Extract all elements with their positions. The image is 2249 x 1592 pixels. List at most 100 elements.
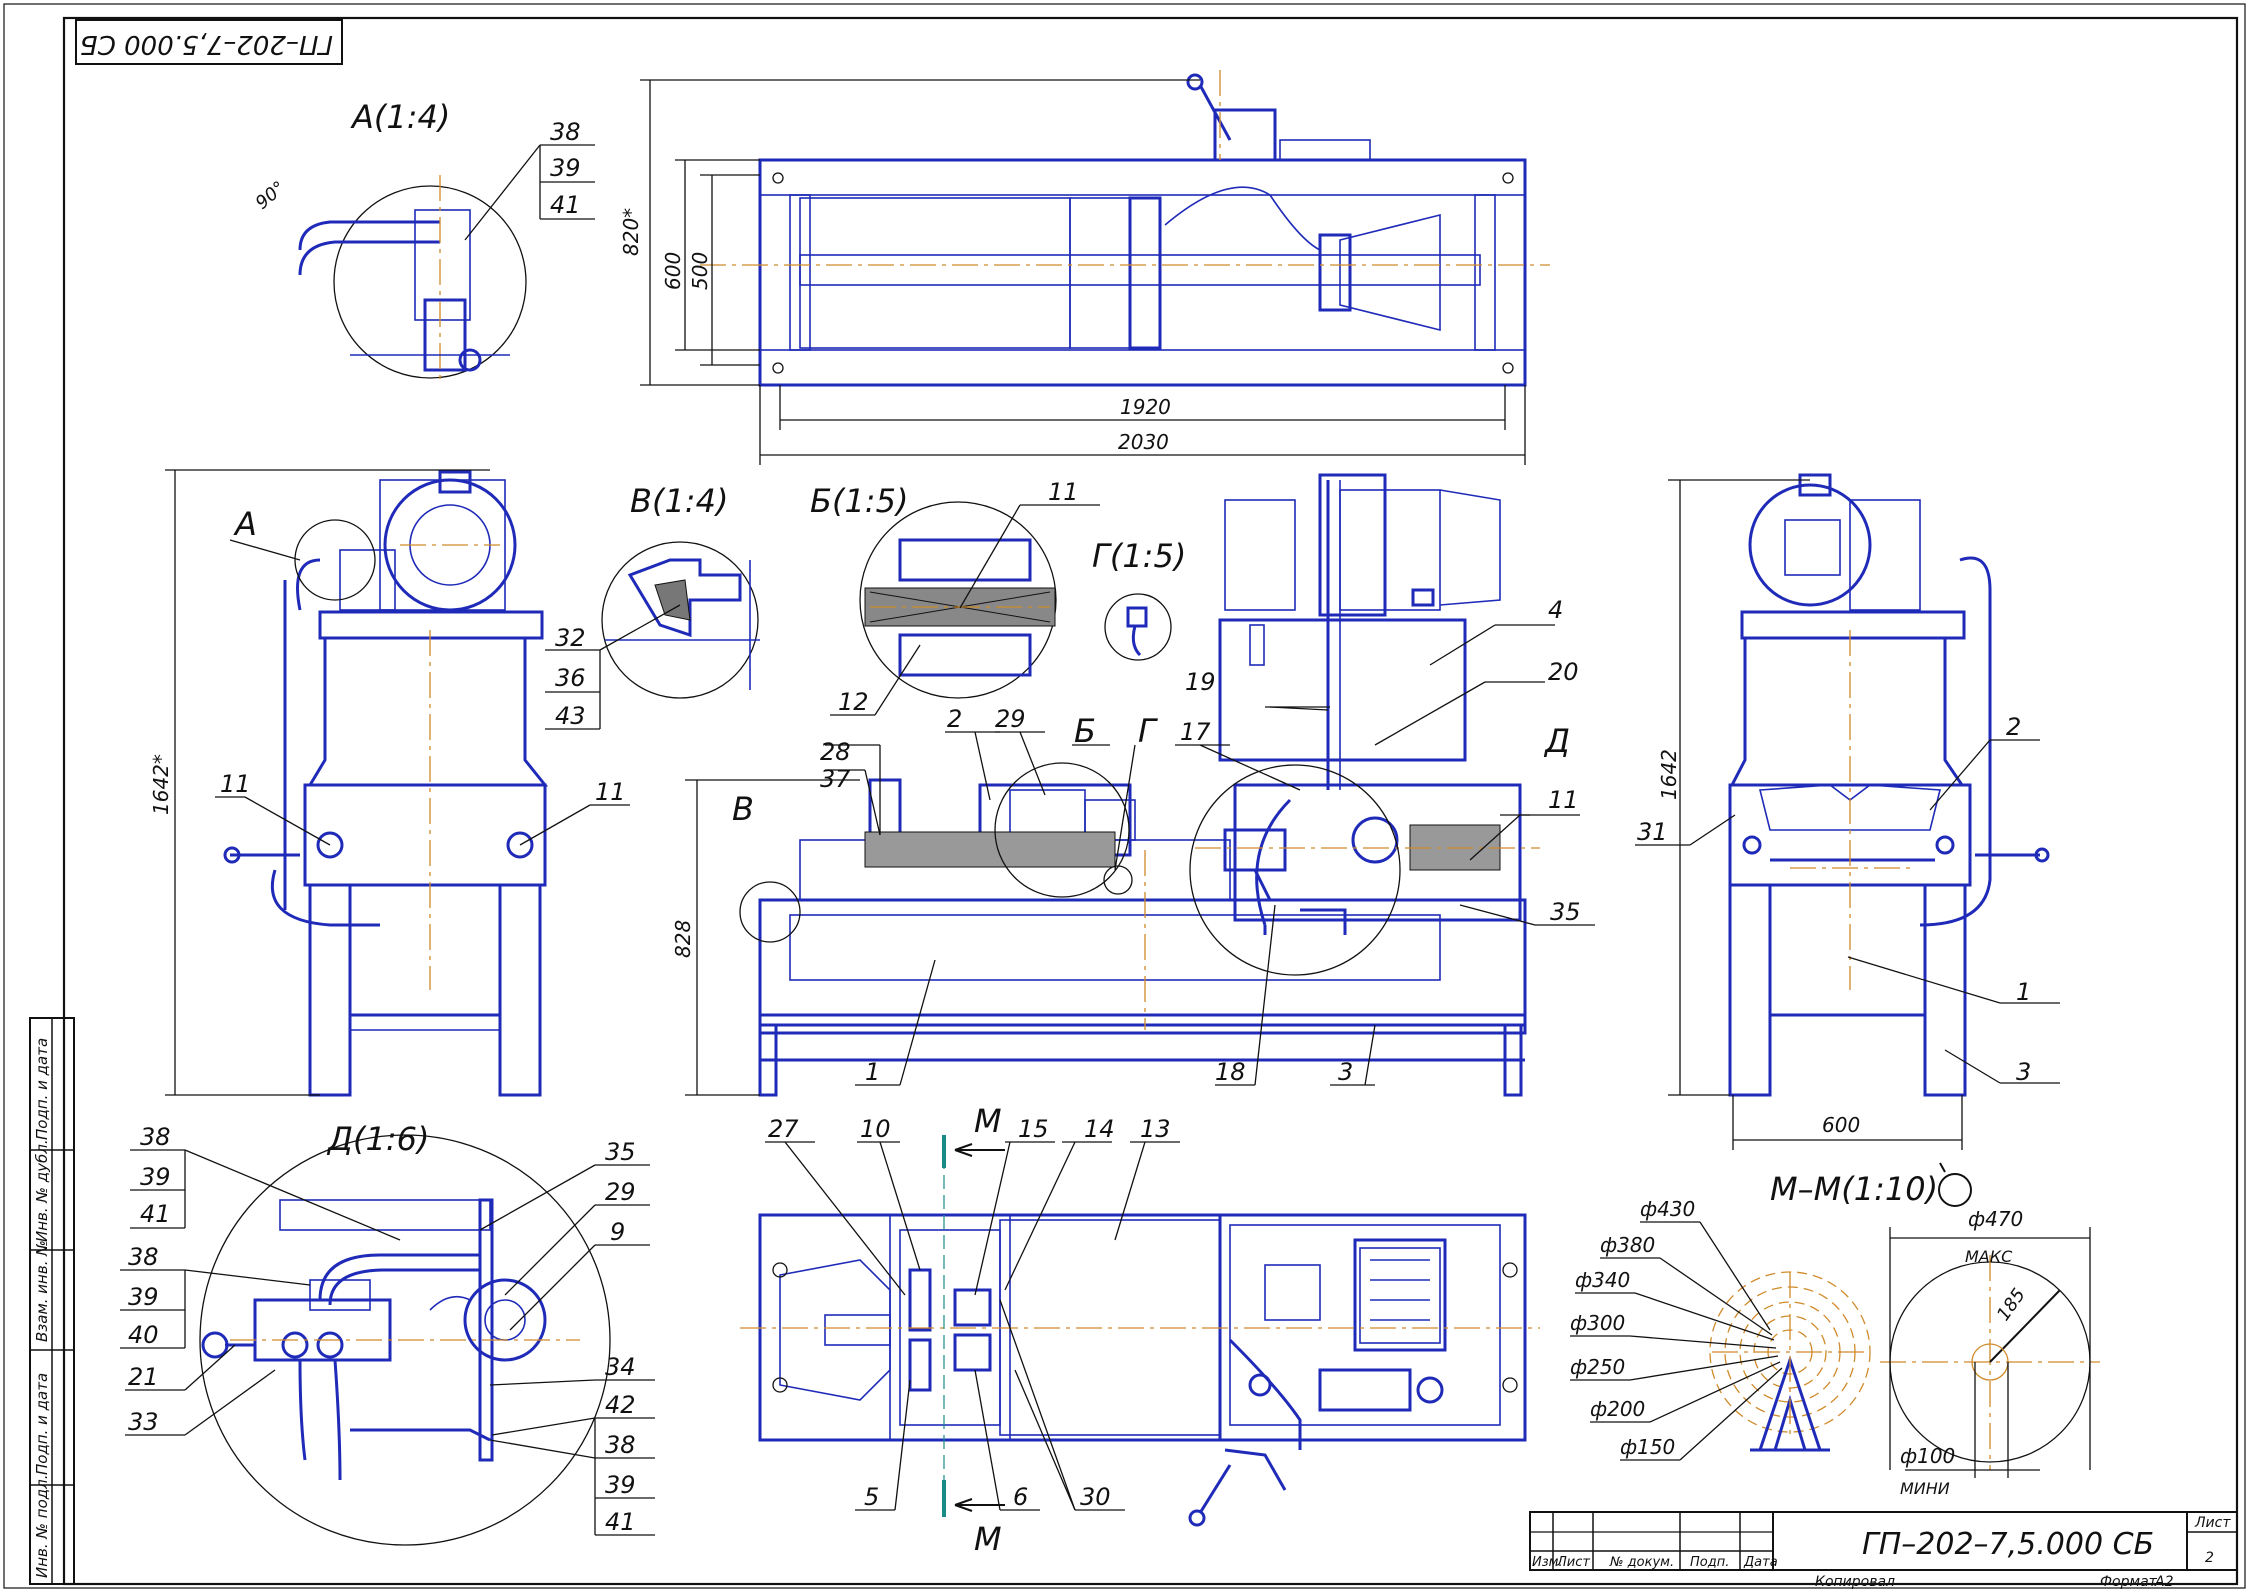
callout-10: 10 bbox=[860, 1115, 891, 1143]
left-dims bbox=[165, 469, 630, 1096]
callout-1: 1 bbox=[865, 1058, 880, 1086]
callout-d-41c: 41 bbox=[605, 1508, 636, 1536]
header-doc: № докум. bbox=[1609, 1555, 1674, 1570]
callout-15: 15 bbox=[1018, 1115, 1049, 1143]
left-side-view bbox=[223, 470, 549, 1097]
rotated-code-box: ГП–202–7,5.000 СБ bbox=[75, 19, 343, 65]
marker-v: В bbox=[732, 790, 754, 828]
callout-37: 37 bbox=[820, 765, 851, 793]
title-code: ГП–202–7,5.000 СБ bbox=[1862, 1527, 2154, 1562]
header-izm: Изм. bbox=[1532, 1555, 1563, 1570]
callout-d-39c: 39 bbox=[605, 1471, 636, 1499]
callout-v-32: 32 bbox=[555, 624, 586, 652]
dim-1920: 1920 bbox=[1120, 395, 1171, 419]
callout-14: 14 bbox=[1084, 1115, 1115, 1143]
top-plan-dimensions bbox=[640, 79, 1526, 465]
callout-table-v bbox=[545, 604, 681, 730]
marker-g: Г bbox=[1138, 712, 1158, 750]
callout-29: 29 bbox=[995, 705, 1026, 733]
callout-v-43: 43 bbox=[555, 702, 586, 730]
callout-right-31: 31 bbox=[1637, 818, 1668, 846]
callout-d-42: 42 bbox=[605, 1391, 636, 1419]
bottom-plan-view bbox=[740, 1135, 1540, 1527]
detail-g bbox=[1104, 593, 1172, 661]
callout-d-39b: 39 bbox=[128, 1283, 159, 1311]
callout-18: 18 bbox=[1215, 1058, 1246, 1086]
callout-2: 2 bbox=[947, 705, 962, 733]
callout-30: 30 bbox=[1080, 1483, 1111, 1511]
detail-a bbox=[298, 175, 527, 380]
marker-d: Д bbox=[1543, 722, 1570, 760]
front-dims bbox=[685, 624, 1595, 1096]
format-value: A2 bbox=[2154, 1574, 2174, 1590]
callout-d-35: 35 bbox=[605, 1138, 636, 1166]
callout-right-1: 1 bbox=[2016, 978, 2031, 1006]
callout-5: 5 bbox=[864, 1483, 879, 1511]
copied-label: Копировал bbox=[1815, 1574, 1895, 1590]
callout-d-33: 33 bbox=[128, 1408, 159, 1436]
callout-v-36: 36 bbox=[555, 664, 586, 692]
callout-4: 4 bbox=[1548, 596, 1563, 624]
stamp-cell-5: Инв. № подл. bbox=[33, 1475, 51, 1578]
stamp-cell-3: Взам. инв. № bbox=[33, 1240, 51, 1342]
detail-v bbox=[601, 541, 760, 699]
view-title-mm: М–М(1:10) bbox=[1770, 1170, 1938, 1208]
format-label: Формат bbox=[2100, 1574, 2158, 1590]
callout-28: 28 bbox=[820, 738, 851, 766]
marker-m-bottom: М bbox=[974, 1520, 1002, 1558]
diameter-200: ф200 bbox=[1590, 1397, 1645, 1421]
view-title-a: А(1:4) bbox=[350, 98, 450, 136]
callout-d-29: 29 bbox=[605, 1178, 636, 1206]
callout-17: 17 bbox=[1180, 718, 1211, 746]
rotation-symbol bbox=[1938, 1162, 1972, 1207]
header-list: Лист bbox=[1556, 1555, 1590, 1570]
stamp-cell-2: Инв. № дубл. bbox=[33, 1139, 51, 1242]
callout-d-39: 39 bbox=[140, 1163, 171, 1191]
callout-a-41: 41 bbox=[550, 191, 581, 219]
outer-border bbox=[3, 3, 2246, 1589]
angle-90: 90° bbox=[252, 177, 290, 214]
side-stamp: Подп. и дата Инв. № дубл. Взам. инв. № П… bbox=[29, 1017, 75, 1585]
rotated-code: ГП–202–7,5.000 СБ bbox=[80, 29, 333, 59]
bottom-plan-leaders bbox=[765, 1141, 1180, 1511]
label-mini: МИНИ bbox=[1900, 1479, 1950, 1498]
callout-35: 35 bbox=[1550, 898, 1581, 926]
view-title-b: Б(1:5) bbox=[810, 482, 908, 520]
callout-11: 11 bbox=[1548, 786, 1579, 814]
dim-2030: 2030 bbox=[1118, 430, 1169, 454]
callout-a-39: 39 bbox=[550, 154, 581, 182]
diameter-340: ф340 bbox=[1575, 1268, 1630, 1292]
header-date: Дата bbox=[1743, 1555, 1778, 1570]
stamp-cell-4: Подп. и дата bbox=[33, 1373, 51, 1475]
callout-left-11a: 11 bbox=[220, 770, 251, 798]
dim-500: 500 bbox=[688, 252, 712, 290]
marker-a: А bbox=[233, 505, 257, 543]
front-view bbox=[758, 473, 1540, 1097]
marker-m-top: М bbox=[974, 1102, 1002, 1140]
dim-820: 820* bbox=[619, 208, 643, 256]
header-sign: Подп. bbox=[1690, 1555, 1729, 1570]
label-maks: МАКС bbox=[1965, 1247, 2013, 1266]
callout-d-34: 34 bbox=[605, 1353, 636, 1381]
callout-b-11: 11 bbox=[1048, 478, 1079, 506]
callout-d-40: 40 bbox=[128, 1321, 159, 1349]
section-mm bbox=[1709, 1255, 2100, 1470]
diameter-300: ф300 bbox=[1570, 1311, 1625, 1335]
diameter-470: ф470 bbox=[1968, 1207, 2023, 1231]
sheet-label: Лист bbox=[2194, 1515, 2231, 1531]
callout-left-11b: 11 bbox=[595, 778, 626, 806]
front-detail-circles bbox=[739, 762, 1401, 976]
detail-b bbox=[859, 501, 1057, 699]
dim-600-right: 600 bbox=[1822, 1113, 1860, 1137]
right-side-view bbox=[1728, 473, 2050, 1097]
diameter-250: ф250 bbox=[1570, 1355, 1625, 1379]
top-plan-view bbox=[700, 70, 1550, 387]
title-block bbox=[1529, 1511, 2238, 1571]
callout-right-3: 3 bbox=[2016, 1058, 2031, 1086]
callout-a-38: 38 bbox=[550, 118, 581, 146]
callout-20: 20 bbox=[1548, 658, 1579, 686]
callout-d-38: 38 bbox=[140, 1123, 171, 1151]
inner-frame bbox=[62, 16, 2239, 1586]
sheet-number: 2 bbox=[2205, 1550, 2214, 1566]
